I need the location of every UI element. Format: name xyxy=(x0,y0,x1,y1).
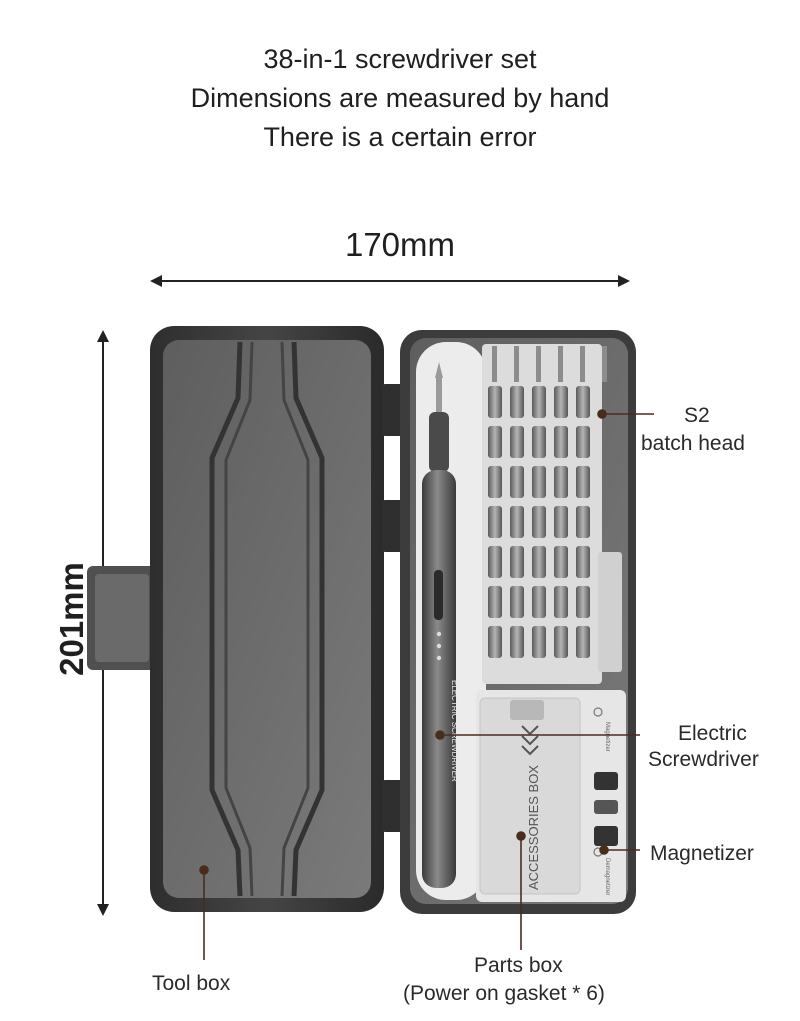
bit xyxy=(554,466,568,498)
bit xyxy=(554,386,568,418)
tool-box-lid xyxy=(150,326,384,912)
bit xyxy=(576,506,590,538)
bit xyxy=(488,506,502,538)
bit-grid xyxy=(488,346,607,658)
parts-box-label: Parts box xyxy=(474,954,563,977)
bit xyxy=(576,626,590,658)
electric-label: Electric xyxy=(678,722,747,745)
callouts xyxy=(199,409,654,960)
bit xyxy=(532,626,546,658)
bit-tip xyxy=(602,346,607,382)
bit xyxy=(576,386,590,418)
bit-tip xyxy=(536,346,541,382)
bit xyxy=(554,546,568,578)
s2-callout: S2 xyxy=(684,402,710,429)
parts-box xyxy=(479,697,581,895)
bit xyxy=(554,426,568,458)
bit-tip xyxy=(558,346,563,382)
bit xyxy=(554,586,568,618)
bit xyxy=(510,506,524,538)
bit xyxy=(510,386,524,418)
hinges xyxy=(382,384,404,832)
width-dimension-label: 170mm xyxy=(344,226,456,263)
magnetizer-print: Magnetizer xyxy=(604,722,610,752)
bit xyxy=(554,626,568,658)
parts-box-sublabel: (Power on gasket * 6) xyxy=(403,982,605,1005)
subtitle-line: Dimensions are measured by hand xyxy=(190,83,610,113)
bit-tip xyxy=(580,346,585,382)
bit xyxy=(532,546,546,578)
bit xyxy=(510,586,524,618)
bit xyxy=(488,426,502,458)
bit xyxy=(488,466,502,498)
batch-head-label: batch head xyxy=(641,432,745,455)
width-arrow xyxy=(150,275,630,287)
screwdriver-print: ELECTRIC SCREWDRIVER xyxy=(450,680,459,782)
tool-box-label: Tool box xyxy=(152,972,231,995)
accessories-box-print: ACCESSORIES BOX xyxy=(526,765,541,890)
bit-tip xyxy=(514,346,519,382)
demagnetizer-print: Demagnetizer xyxy=(604,858,610,895)
bit xyxy=(488,546,502,578)
s2-label: S2 xyxy=(684,404,710,427)
bit xyxy=(488,386,502,418)
bit xyxy=(554,506,568,538)
bit xyxy=(576,466,590,498)
bit xyxy=(510,626,524,658)
header-text: 38-in-1 screwdriver set Dimensions are m… xyxy=(0,40,800,157)
screwdriver-label: Screwdriver xyxy=(648,748,759,771)
bit xyxy=(532,386,546,418)
bit xyxy=(488,586,502,618)
electric-screwdriver xyxy=(422,362,456,888)
magnetizer-label: Magnetizer xyxy=(650,842,754,865)
bit xyxy=(576,546,590,578)
bit xyxy=(532,466,546,498)
bit xyxy=(510,546,524,578)
bit-tip xyxy=(492,346,497,382)
title-line: 38-in-1 screwdriver set xyxy=(263,44,537,74)
bit xyxy=(532,426,546,458)
bit xyxy=(488,626,502,658)
bit xyxy=(532,586,546,618)
bit xyxy=(576,586,590,618)
note-line: There is a certain error xyxy=(263,122,537,152)
bit xyxy=(532,506,546,538)
bit xyxy=(510,426,524,458)
magnetizer-slots xyxy=(593,707,618,857)
bit xyxy=(576,426,590,458)
bit xyxy=(510,466,524,498)
